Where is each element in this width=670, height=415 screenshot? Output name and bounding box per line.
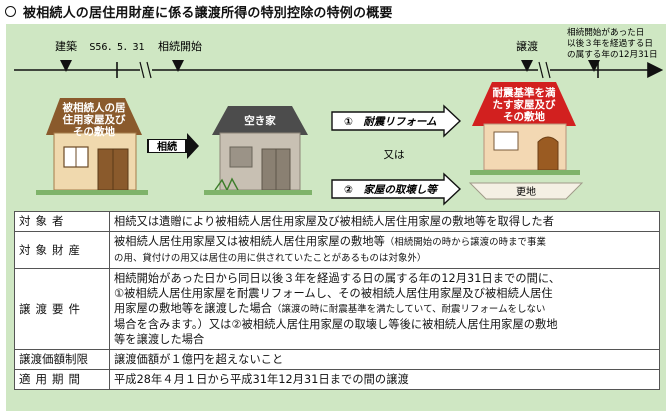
label-s56-date: S56．5．31	[89, 42, 144, 53]
label-inheritance-start: 相続開始	[158, 39, 202, 53]
row-head-transfer-requirements: 譲渡要件	[14, 268, 110, 350]
or-label: 又は	[384, 149, 405, 161]
summary-table: 対象者 相続又は遺贈により被相続人居住用家屋及び被相続人居住用家屋の敷地等を取得…	[14, 211, 660, 390]
decedent-house-label-2: 住用家屋及び	[63, 113, 126, 126]
table-row: 譲渡要件 相続開始があった日から同日以後３年を経過する日の属する年の12月31日…	[14, 268, 660, 350]
inheritance-arrow-label: 相続	[157, 140, 177, 153]
construction-marker-icon	[60, 60, 72, 72]
row-head-target-person: 対象者	[14, 211, 110, 232]
timeline-break-1	[139, 61, 145, 79]
row-value-target-person: 相続又は遺贈により被相続人居住用家屋及び被相続人居住用家屋の敷地等を取得した者	[109, 211, 660, 232]
label-transfer: 譲渡	[516, 39, 538, 53]
row-value-price-limit: 譲渡価額が１億円を超えないこと	[109, 349, 660, 370]
target-property-text: 被相続人居住用家屋又は被相続人居住用家屋の敷地等	[114, 235, 385, 248]
renovated-house-label-1: 耐震基準を満	[493, 86, 556, 99]
row-head-target-property: 対象財産	[14, 231, 110, 269]
option1-label: ① 耐震リフォーム	[344, 116, 437, 128]
transfer-marker-icon	[521, 60, 533, 72]
row-value-target-property: 被相続人居住用家屋又は被相続人居住用家屋の敷地等（相続開始の時から譲渡の時まで事…	[109, 231, 660, 269]
table-row: 対象財産 被相続人居住用家屋又は被相続人居住用家屋の敷地等（相続開始の時から譲渡…	[14, 231, 660, 269]
label-construction: 建築	[55, 39, 77, 53]
timeline-break-2	[538, 61, 544, 79]
deadline-note-line-1: 相続開始があった日	[567, 26, 644, 38]
timeline	[14, 60, 664, 79]
requirement-line-6: 等を譲渡した場合	[114, 333, 205, 346]
deadline-note-line-2: 以後３年を経過する日	[567, 37, 653, 49]
table-row: 譲渡価額制限 譲渡価額が１億円を超えないこと	[14, 349, 660, 370]
title-text: 被相続人の居住用財産に係る譲渡所得の特別控除の特例の概要	[23, 5, 393, 21]
decedent-house-label-1: 被相続人の居	[63, 101, 126, 114]
row-head-price-limit: 譲渡価額制限	[14, 349, 110, 370]
option2-label: ② 家屋の取壊し等	[344, 183, 439, 196]
vacant-land-icon	[468, 182, 584, 200]
requirement-line-2: ①被相続人居住用家屋を耐震リフォームし、その被相続人居住用家屋及び被相続人居住	[114, 287, 553, 300]
requirement-line-5: 場合を含みます。）又は②被相続人居住用家屋の取壊し等後に被相続人居住用家屋の敷地	[114, 318, 558, 331]
table-row: 対象者 相続又は遺贈により被相続人居住用家屋及び被相続人居住用家屋の敷地等を取得…	[14, 211, 660, 232]
row-head-application-period: 適用期間	[14, 369, 110, 390]
row-value-transfer-requirements: 相続開始があった日から同日以後３年を経過する日の属する年の12月31日までの間に…	[109, 268, 660, 350]
page-title: 被相続人の居住用財産に係る譲渡所得の特別控除の特例の概要	[2, 0, 393, 22]
renovated-house-label-3: その敷地	[503, 110, 545, 123]
requirement-line-4: （譲渡の時に耐震基準を満たしていて、耐震リフォームをしない	[272, 304, 546, 315]
renovated-house-label-2: たす家屋及び	[493, 98, 556, 111]
deadline-note-line-3: の属する年の12月31日	[567, 48, 658, 60]
requirement-line-3: 用家屋の敷地等を譲渡した場合	[114, 302, 273, 315]
decedent-house-icon	[36, 98, 148, 195]
target-property-note-b: の用、貸付けの用又は居住の用に供されていたことがあるものは対象外）	[114, 253, 427, 264]
option2-arrow-icon	[331, 172, 462, 206]
vacant-house-label: 空き家	[244, 114, 276, 127]
requirement-line-1: 相続開始があった日から同日以後３年を経過する日の属する年の12月31日までの間に…	[114, 272, 561, 285]
renovated-house-icon	[470, 82, 580, 175]
inheritance-marker-icon	[172, 60, 184, 72]
deadline-marker-icon	[588, 60, 600, 72]
target-property-note-a: （相続開始の時から譲渡の時まで事業	[384, 237, 546, 248]
decedent-house-label-3: その敷地	[73, 125, 115, 138]
bullet-circle-icon	[5, 5, 16, 17]
table-row: 適用期間 平成28年４月１日から平成31年12月31日までの間の譲渡	[14, 369, 660, 390]
option1-arrow-icon	[331, 104, 462, 138]
vacant-land-label: 更地	[516, 185, 536, 198]
vacant-house-icon	[204, 106, 312, 195]
row-value-application-period: 平成28年４月１日から平成31年12月31日までの間の譲渡	[109, 369, 660, 390]
